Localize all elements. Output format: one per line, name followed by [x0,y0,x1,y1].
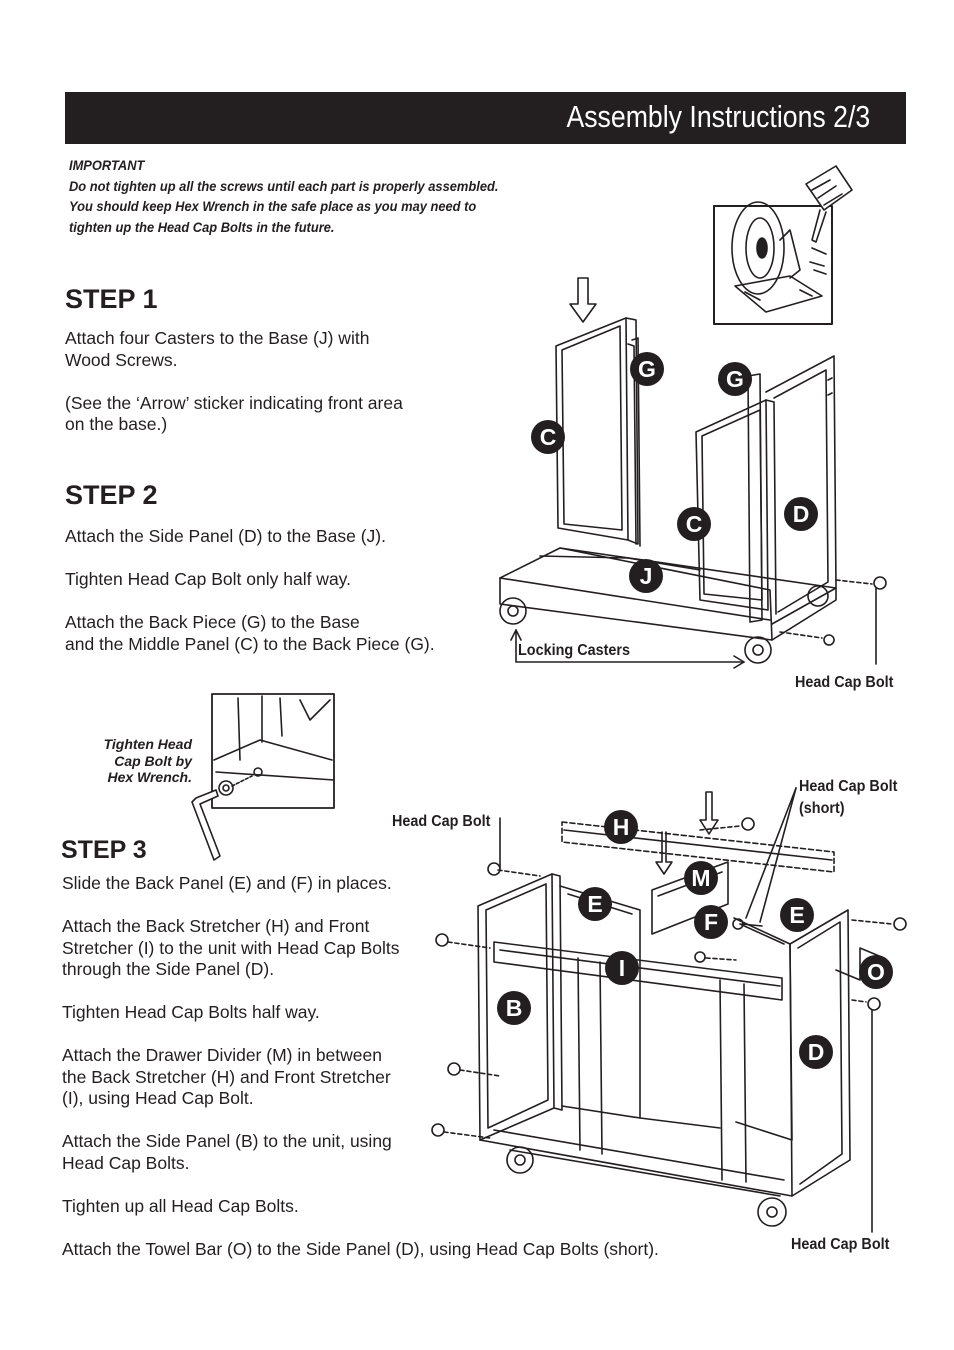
step2-heading: STEP 2 [65,480,158,510]
part-badge-b: B [497,991,531,1025]
part-badge-m: M [684,861,718,895]
part-badge-j: J [629,559,663,593]
step2-paragraph: Attach the Back Piece (G) to the Base an… [65,612,435,654]
part-badge-g: G [630,352,664,386]
important-line: You should keep Hex Wrench in the safe p… [69,198,477,214]
caster-detail-illustration [713,165,853,325]
important-line: tighten up the Head Cap Bolts in the fut… [69,218,335,235]
part-badge-d: D [784,497,818,531]
step1-paragraph: Attach four Casters to the Base (J) with… [65,328,370,370]
header-bar: Assembly Instructions 2/3 [65,92,906,144]
part-badge-e: E [578,887,612,921]
locking-casters-label: Locking Casters [518,642,631,659]
step3-body: Slide the Back Panel (E) and (F) in plac… [62,873,742,1282]
part-badge-f: F [694,905,728,939]
step2-body: Attach the Side Panel (D) to the Base (J… [65,526,495,677]
step3-paragraph: Tighten up all Head Cap Bolts. [62,1195,299,1216]
important-note: IMPORTANT Do not tighten up all the scre… [69,155,547,237]
inset-caption-line: Cap Bolt by [114,752,192,769]
important-heading: IMPORTANT [69,157,145,173]
step2-frame-illustration [499,277,887,669]
part-badge-g: G [718,362,752,396]
inset-caption-line: Hex Wrench. [107,769,192,785]
step3-paragraph: Attach the Drawer Divider (M) in between… [62,1045,391,1108]
step3-paragraph: Attach the Side Panel (B) to the unit, u… [62,1131,392,1173]
part-badge-i: I [605,951,639,985]
head-cap-bolt-label: Head Cap Bolt [795,674,894,691]
head-cap-bolt-label: Head Cap Bolt [791,1236,890,1253]
hex-wrench-inset-illustration [191,693,335,861]
page-title: Assembly Instructions 2/3 [566,99,870,134]
head-cap-bolt-label: Head Cap Bolt [392,813,491,830]
part-badge-o: O [859,955,893,989]
step1-heading: STEP 1 [65,284,158,314]
step1-paragraph: (See the ‘Arrow’ sticker indicating fron… [65,392,403,435]
step3-paragraph: Attach the Back Stretcher (H) and Front … [62,916,400,979]
part-badge-d: D [799,1035,833,1069]
step3-paragraph: Slide the Back Panel (E) and (F) in plac… [62,873,392,893]
step2-paragraph: Attach the Side Panel (D) to the Base (J… [65,526,386,546]
step3-paragraph: Attach the Towel Bar (O) to the Side Pan… [62,1238,659,1259]
part-badge-c: C [531,420,565,454]
step3-heading: STEP 3 [61,836,147,864]
part-badge-h: H [604,810,638,844]
step3-paragraph: Tighten Head Cap Bolts half way. [62,1002,320,1022]
head-cap-bolt-short-label: Head Cap Bolt [799,778,898,795]
head-cap-bolt-short-sublabel: (short) [799,800,845,817]
part-badge-c: C [677,507,711,541]
part-badge-e: E [780,898,814,932]
inset-caption: Tighten Head Cap Bolt by Hex Wrench. [70,736,192,786]
important-line: Do not tighten up all the screws until e… [69,177,499,194]
step3-cabinet-illustration [431,787,907,1233]
inset-caption-line: Tighten Head [103,736,192,752]
step1-body: Attach four Casters to the Base (J) with… [65,328,465,457]
step2-paragraph: Tighten Head Cap Bolt only half way. [65,569,351,589]
